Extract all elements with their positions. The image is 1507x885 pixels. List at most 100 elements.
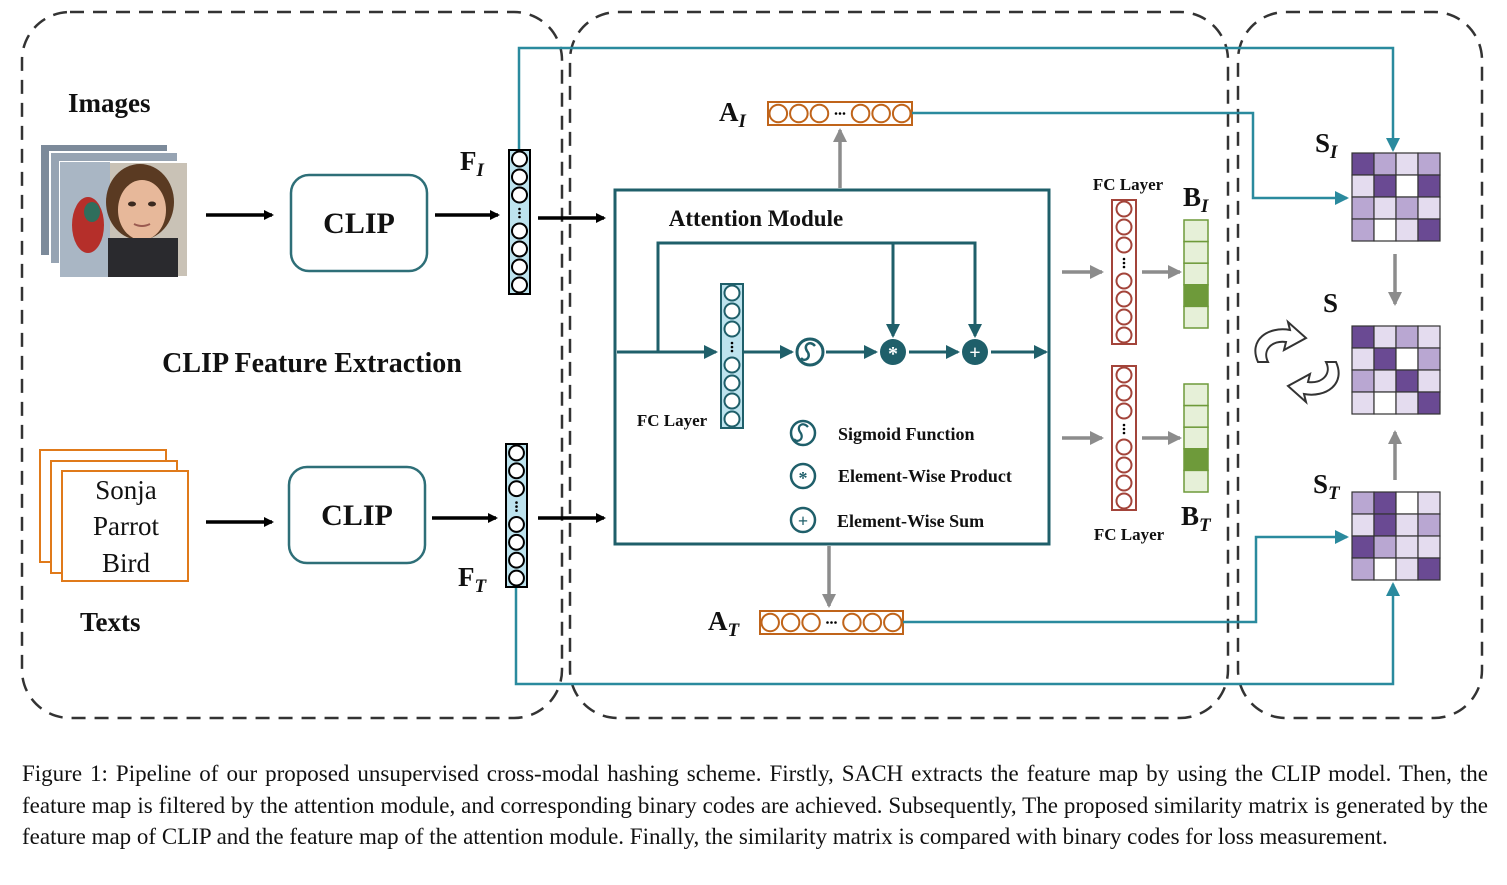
neuron [723,302,741,320]
neuron [508,462,525,480]
vector-ellipsis-dot [1122,423,1126,427]
vector-ellipsis-dot [518,207,521,211]
matrix-cell [1373,391,1397,415]
matrix-cell [1395,174,1419,198]
binary-code-cell [1183,219,1209,243]
sigmoid-icon [800,342,816,362]
image-stack [39,143,189,278]
binary-code-image [1183,219,1209,329]
matrix-cell [1351,513,1375,537]
matrix-cell [1417,174,1441,198]
feature-vector-text [505,443,528,588]
clip-box-text [287,465,427,565]
legend-sigmoid-glyph [793,423,809,442]
matrix-cell [1373,218,1397,242]
vector-frame [505,443,528,588]
neuron [508,533,525,551]
text-card-line-1: Sonja [95,475,157,505]
vector-ellipsis-dot [730,345,734,349]
matrix-cell [1395,369,1419,393]
matrix-cell [1373,491,1397,515]
vector-ellipsis-dot [515,505,518,508]
fc-label-bottom: FC Layer [1094,525,1165,544]
binary-code-cell [1183,426,1209,450]
matrix-cell [1417,491,1441,515]
bt-label: BT [1181,501,1212,536]
matrix-cell [1373,369,1397,393]
neuron [871,103,891,124]
neuron [850,103,871,124]
neuron [883,612,903,633]
fc-vector-bottom [1111,365,1137,511]
vector-ellipsis-dot [518,211,521,215]
matrix-cell [1417,218,1441,242]
legend-sum-label: Element-Wise Sum [837,511,984,531]
neuron [891,103,912,124]
neuron [511,276,528,294]
vector-frame [508,149,531,295]
neuron [1115,308,1133,326]
neuron [511,186,528,204]
neuron [723,320,741,338]
vector-ellipsis-dot [1122,261,1126,265]
neuron [511,150,528,168]
legend-product-icon [789,462,817,490]
clip-panel [20,10,564,720]
matrix-cell [1351,491,1375,515]
neuron [508,569,525,587]
neuron [862,612,883,633]
attention-vector-image [767,101,913,126]
vector-ellipsis-dot [838,112,842,115]
inner-fc-vector [720,283,744,429]
vector-ellipsis-dot [1122,257,1126,261]
binary-code-cell [1183,262,1209,286]
neuron [511,240,528,258]
ai-label: AI [719,97,747,132]
neuron [1115,402,1133,420]
similarity-matrix-fused [1351,325,1441,415]
matrix-cell [1395,557,1419,581]
legend-sum-glyph: + [798,511,808,531]
pipeline-diagram: Images CLIP CLIP Feature Extraction Sonj… [20,10,1484,720]
neuron [1115,290,1133,308]
fc-vector-top [1111,199,1137,345]
matrix-cell [1417,325,1441,349]
similarity-matrix-text [1351,491,1441,581]
text-stack: Sonja Parrot Bird [39,449,189,582]
binary-code-text [1183,383,1209,493]
legend-product-glyph: * [799,468,808,488]
st-label: ST [1313,469,1341,504]
matrix-cell [1351,174,1375,198]
matrix-cell [1395,391,1419,415]
vector-ellipsis-dot [730,341,734,345]
neuron [1115,326,1133,344]
clip-feature-extraction-label: CLIP Feature Extraction [162,348,462,379]
neuron [801,612,821,633]
neuron [723,392,741,410]
attention-vector-text [759,610,904,635]
matrix-cell [1373,557,1397,581]
matrix-cell [1417,347,1441,371]
matrix-cell [1373,513,1397,537]
vector-ellipsis-dot [826,621,829,624]
neuron [1115,218,1133,236]
vector-ellipsis-dot [834,621,837,624]
neuron [508,444,525,462]
neuron [760,612,780,633]
images-label: Images [68,88,151,118]
neuron [511,222,528,240]
neuron [809,103,830,124]
matrix-cell [1417,513,1441,537]
legend-sum-icon [789,506,817,534]
neuron [768,103,789,124]
binary-code-cell [1183,404,1209,428]
neuron [1115,492,1133,510]
matrix-cell [1373,196,1397,220]
neuron [511,258,528,276]
sum-icon: + [969,342,980,364]
vector-ellipsis-dot [830,621,833,624]
similarity-matrix-image [1351,152,1441,242]
neuron [1115,236,1133,254]
attention-module-title: Attention Module [669,206,843,231]
matrix-cell [1351,218,1375,242]
